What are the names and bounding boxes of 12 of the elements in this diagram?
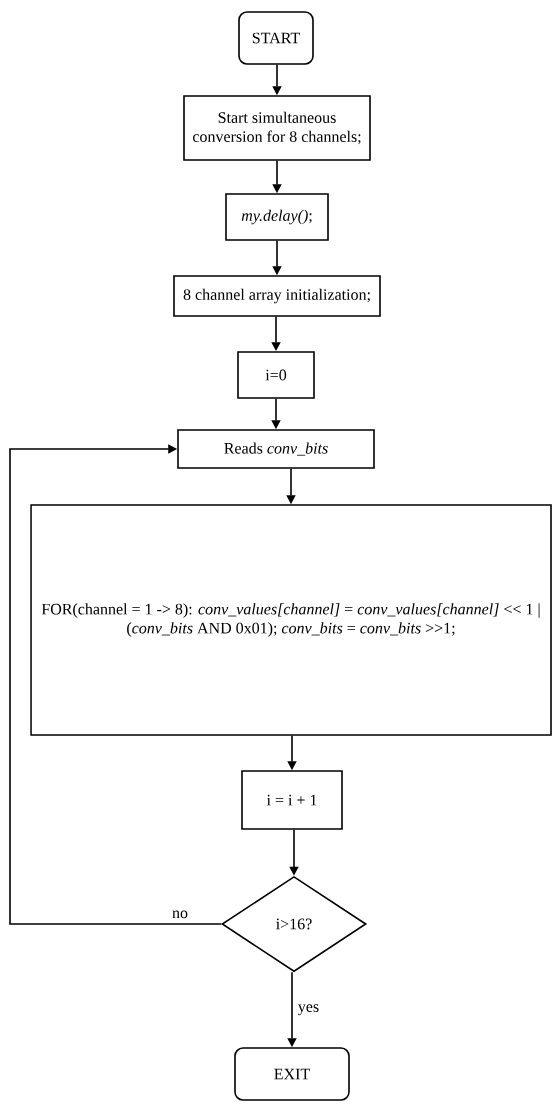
edge-label: no	[171, 909, 189, 920]
arrow	[9, 444, 222, 925]
terminal-box: START	[238, 11, 314, 65]
process-box: Reads conv_bits	[177, 429, 375, 469]
process-box: FOR(channel = 1 -> 8): conv_values[channel] = conv_values[channel] << 1 | (conv_bits AND 0x01); conv_bits = conv_bits >>1;	[30, 504, 552, 736]
process-box: i = i + 1	[241, 770, 343, 830]
edge-label: yes	[296, 1003, 321, 1017]
terminal-box: EXIT	[234, 1047, 350, 1101]
process-box: 8 channel array initialization;	[173, 275, 381, 317]
process-box: my.delay();	[225, 193, 329, 241]
process-box: Start simultaneous conversion for 8 channels;	[183, 95, 371, 161]
process-box: i=0	[237, 351, 315, 399]
